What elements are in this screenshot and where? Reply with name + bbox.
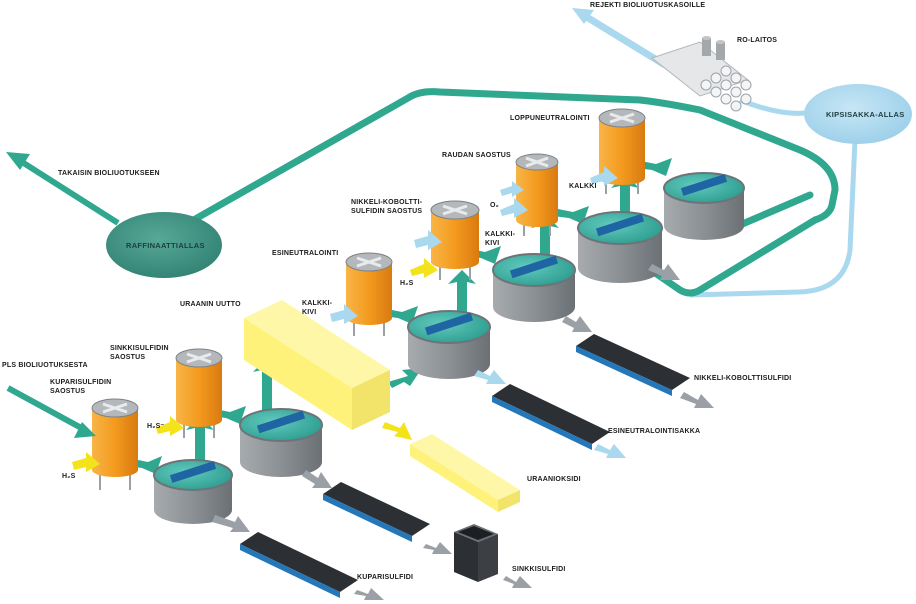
label-sinkkisulfidi: SINKKISULFIDI (512, 566, 566, 573)
label-kupari-saostus-1: KUPARISULFIDIN (50, 379, 111, 386)
label-kalkkikivi-nikkeli-2: KIVI (485, 240, 499, 247)
label-esineutralointi: ESINEUTRALOINTI (272, 250, 338, 257)
kipsi-return-flow (689, 139, 858, 298)
label-nikkeli-saostus-2: SULFIDIN SAOSTUS (351, 208, 422, 215)
thickener-kupari (153, 459, 233, 524)
recirculation-pipe (186, 88, 839, 297)
tank-rauta (515, 153, 559, 236)
thickener-sinkki (239, 408, 323, 477)
uranium-arrow (382, 422, 412, 440)
reject-flow (572, 8, 667, 68)
conveyor-sinkki (323, 482, 430, 542)
ro-unit (650, 36, 752, 112)
kipsisakka-pond (804, 84, 912, 144)
thickener-esineutralointi (407, 310, 491, 379)
tank-esineutralointi (345, 252, 393, 336)
label-esineutralointisakka: ESINEUTRALOINTISAKKA (608, 428, 700, 435)
label-o2: O₂ (490, 202, 499, 209)
label-rejekti: REJEKTI BIOLIUOTUSKASOILLE (590, 2, 705, 9)
label-kipsisakka: KIPSISAKKA-ALLAS (826, 110, 905, 119)
label-nikkeli-tuote: NIKKELI-KOBOLTTISULFIDI (694, 375, 791, 382)
label-sinkki-saostus-2: SAOSTUS (110, 354, 145, 361)
label-pls: PLS BIOLIUOTUKSESTA (2, 362, 88, 369)
sinkkisulfidi-bin (454, 524, 498, 582)
conveyor-esineutralointi (492, 384, 610, 450)
thickener-loppuneutralointi (663, 172, 745, 240)
label-kalkkikivi-nikkeli-1: KALKKI- (485, 231, 516, 238)
thickener-rauta (577, 211, 663, 283)
uraanioksidi-block (410, 434, 520, 512)
tank-kupari (91, 398, 139, 490)
thickener-nikkeli (492, 253, 576, 322)
label-uraanioksidi: URAANIOKSIDI (527, 476, 581, 483)
label-kalkki-top: KALKKI (569, 183, 597, 190)
label-h2s-kupari: H₂S (62, 473, 76, 480)
label-takaisin: TAKAISIN BIOLIUOTUKSEEN (58, 170, 160, 177)
label-kupari-saostus-2: SAOSTUS (50, 388, 85, 395)
tank-nikkeli (430, 200, 480, 280)
label-h2s-nikkeli: H₂S (400, 280, 414, 287)
label-nikkeli-saostus-1: NIKKELI-KOBOLTTI- (351, 199, 423, 206)
uranium-extraction-block (244, 300, 390, 430)
label-kalkkikivi-esi-1: KALKKI- (302, 300, 333, 307)
label-sinkki-saostus-1: SINKKISULFIDIN (110, 345, 169, 352)
reagent-arrows (6, 166, 618, 472)
labels: REJEKTI BIOLIUOTUSKASOILLE RO-LAITOS KIP… (2, 2, 905, 581)
label-raffinaatti: RAFFINAATTIALLAS (126, 241, 205, 250)
discharge-arrows (212, 264, 714, 600)
conveyor-nikkeli (576, 334, 690, 396)
label-kalkkikivi-esi-2: KIVI (302, 309, 316, 316)
label-loppuneutralointi: LOPPUNEUTRALOINTI (510, 115, 590, 122)
discharge-light-arrows (474, 370, 626, 458)
label-h2s-minus: H₂S⁻ (147, 423, 164, 430)
label-ro-laitos: RO-LAITOS (737, 37, 777, 44)
conveyor-kupari (240, 532, 358, 598)
tank-sinkki (175, 348, 223, 438)
return-to-bioleach-flow (6, 152, 120, 226)
label-uraanin-uutto: URAANIN UUTTO (180, 301, 241, 308)
label-raudan-saostus: RAUDAN SAOSTUS (442, 152, 511, 159)
label-kuparisulfidi: KUPARISULFIDI (357, 574, 413, 581)
raffinaatti-pond (106, 212, 222, 278)
tank-loppuneutralointi (598, 108, 646, 194)
